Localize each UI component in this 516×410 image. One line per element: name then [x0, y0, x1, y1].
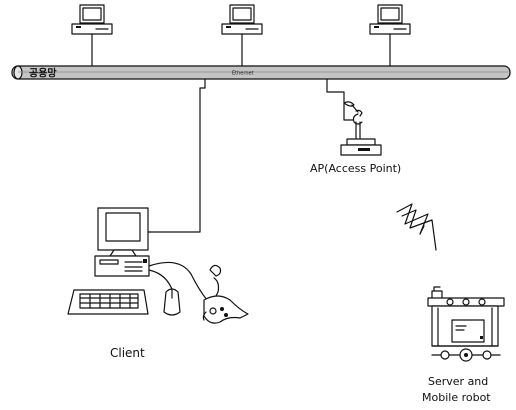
backbone-cable — [11, 65, 511, 80]
ap-label: AP(Access Point) — [310, 162, 401, 175]
server-label-line1: Server and — [428, 375, 488, 388]
top-computer-right — [369, 4, 411, 35]
network-label: 공용망 — [29, 67, 57, 80]
client-workstation-icon — [67, 207, 249, 324]
network-sublabel: Ethernet — [232, 71, 254, 77]
server-label-line2: Mobile robot — [422, 391, 491, 404]
mobile-robot-icon — [427, 286, 505, 362]
top-computer-left — [71, 4, 113, 35]
access-point-icon — [340, 101, 382, 156]
top-computer-middle — [221, 4, 263, 35]
ap-link — [326, 78, 355, 121]
client-link — [147, 78, 206, 233]
wireless-signal-icon — [396, 203, 437, 251]
client-label: Client — [110, 346, 145, 360]
